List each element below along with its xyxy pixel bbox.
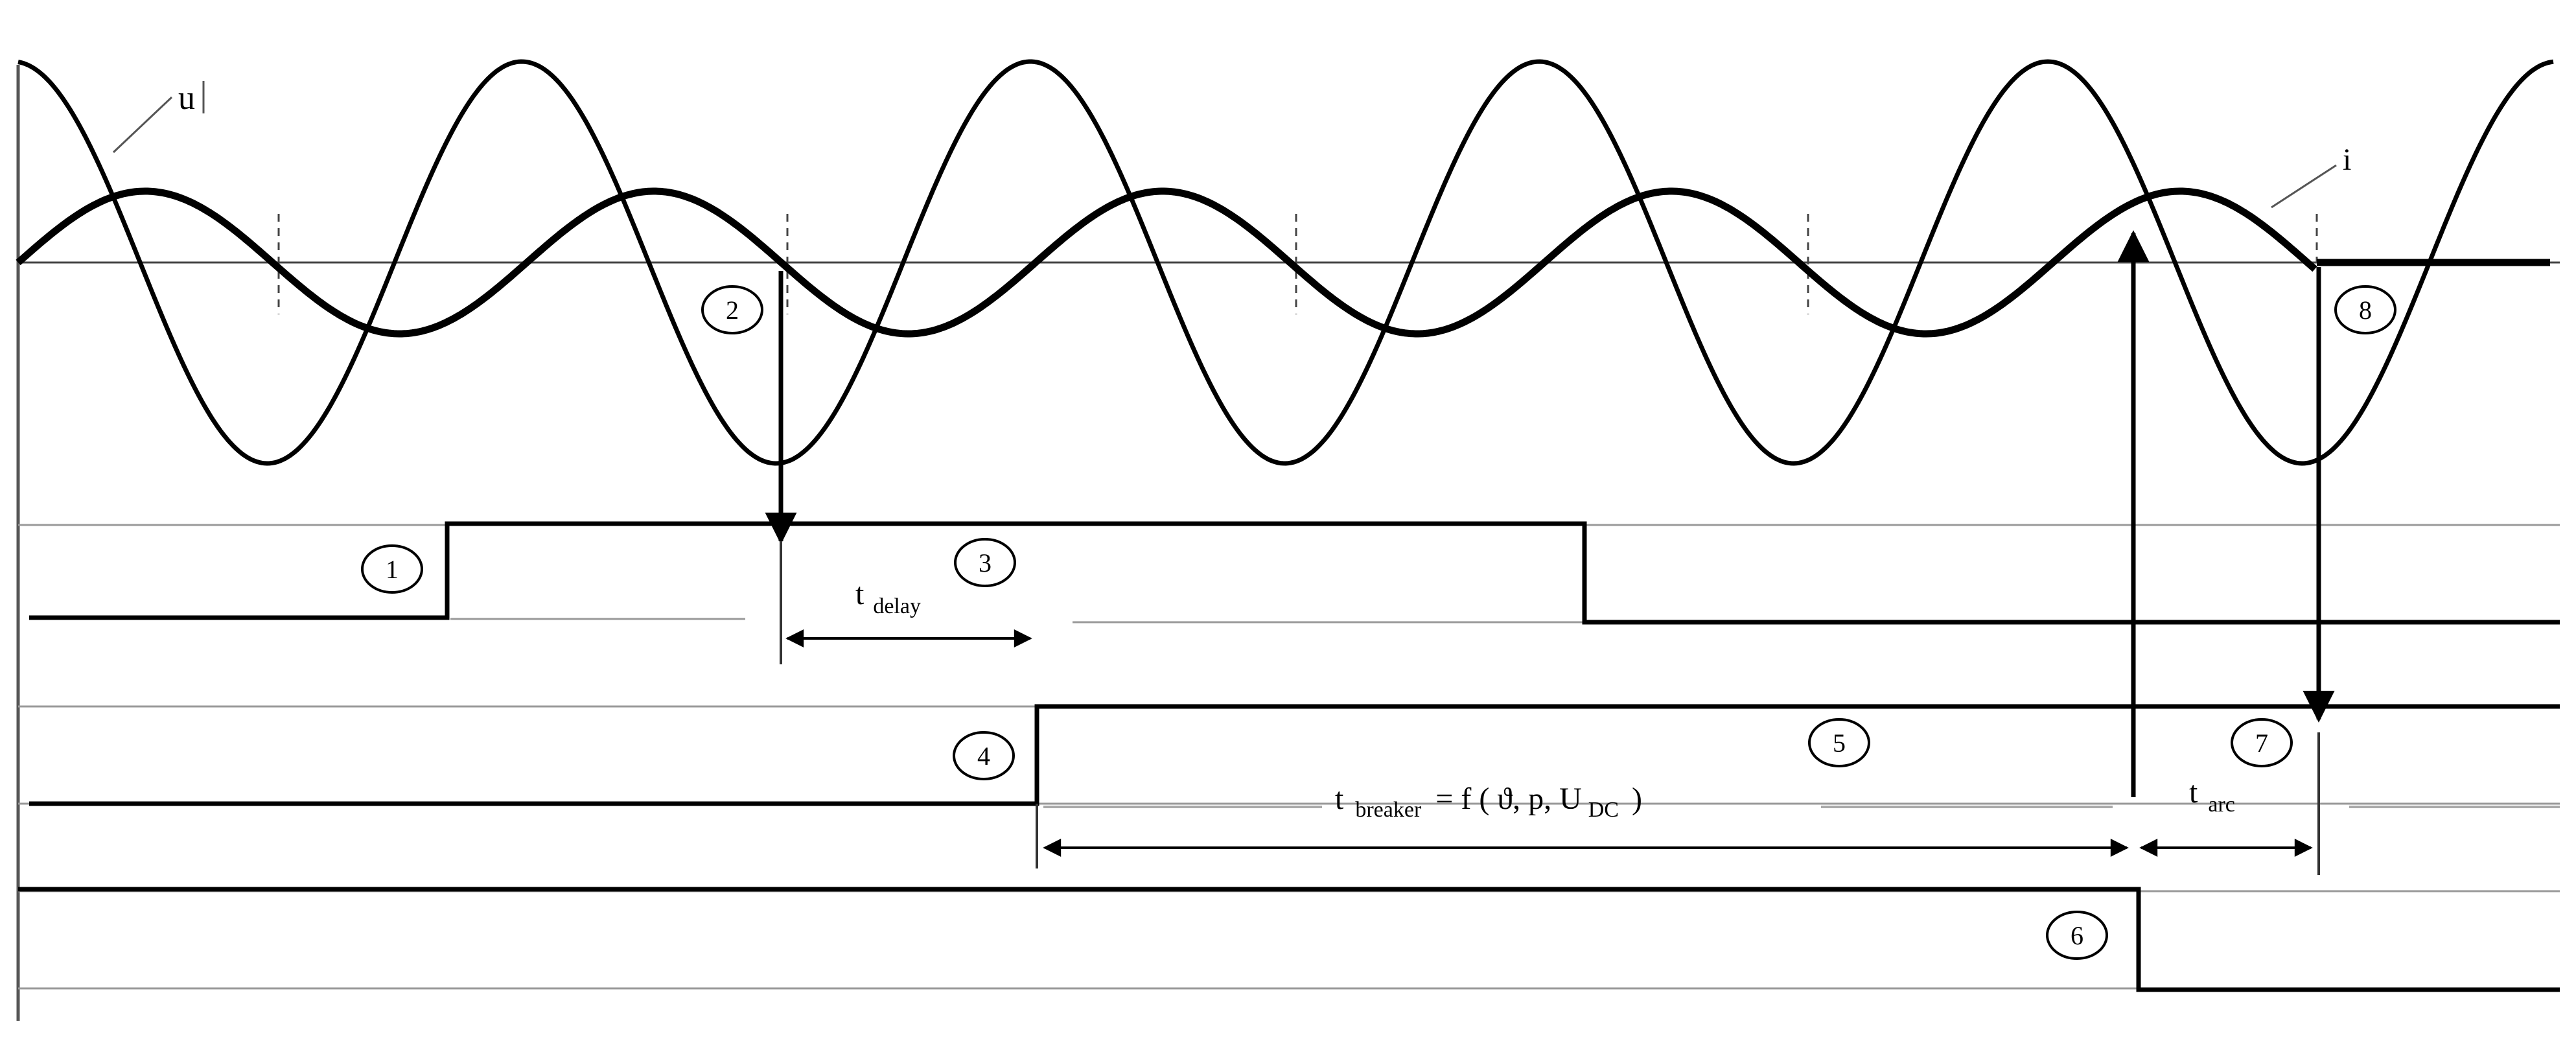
current-label: i: [2343, 143, 2351, 177]
marker-8: 8: [2334, 285, 2396, 334]
current-waveform: [16, 187, 2317, 338]
current-leader: [2271, 164, 2337, 209]
reference-lines: [18, 524, 2560, 990]
svg-text:2: 2: [726, 296, 739, 325]
voltage-waveform: [17, 59, 2554, 466]
t-arc-label: t arc: [2189, 775, 2235, 817]
marker-3: 3: [954, 538, 1016, 587]
marker-2: 2: [701, 285, 763, 334]
svg-text:7: 7: [2255, 728, 2268, 758]
t-breaker-label: t breaker = f ( ϑ, p, U DC ): [1335, 782, 1642, 822]
svg-text:5: 5: [1833, 728, 1846, 758]
signal-trace-3: [18, 887, 2560, 992]
voltage-label: u: [178, 80, 195, 117]
marker-7: 7: [2231, 718, 2293, 767]
signal-trace-1: [29, 521, 2560, 625]
svg-text:4: 4: [977, 741, 990, 771]
marker-1: 1: [361, 544, 423, 594]
svg-text:8: 8: [2359, 296, 2372, 325]
svg-text:6: 6: [2071, 921, 2083, 950]
t-delay-label: t delay: [855, 577, 921, 618]
voltage-leader: [112, 96, 173, 154]
svg-text:1: 1: [386, 555, 399, 584]
marker-4: 4: [953, 731, 1015, 780]
marker-6: 6: [2046, 911, 2108, 960]
marker-5: 5: [1808, 718, 1870, 767]
signal-trace-2: [29, 704, 2560, 806]
svg-text:3: 3: [979, 548, 992, 577]
